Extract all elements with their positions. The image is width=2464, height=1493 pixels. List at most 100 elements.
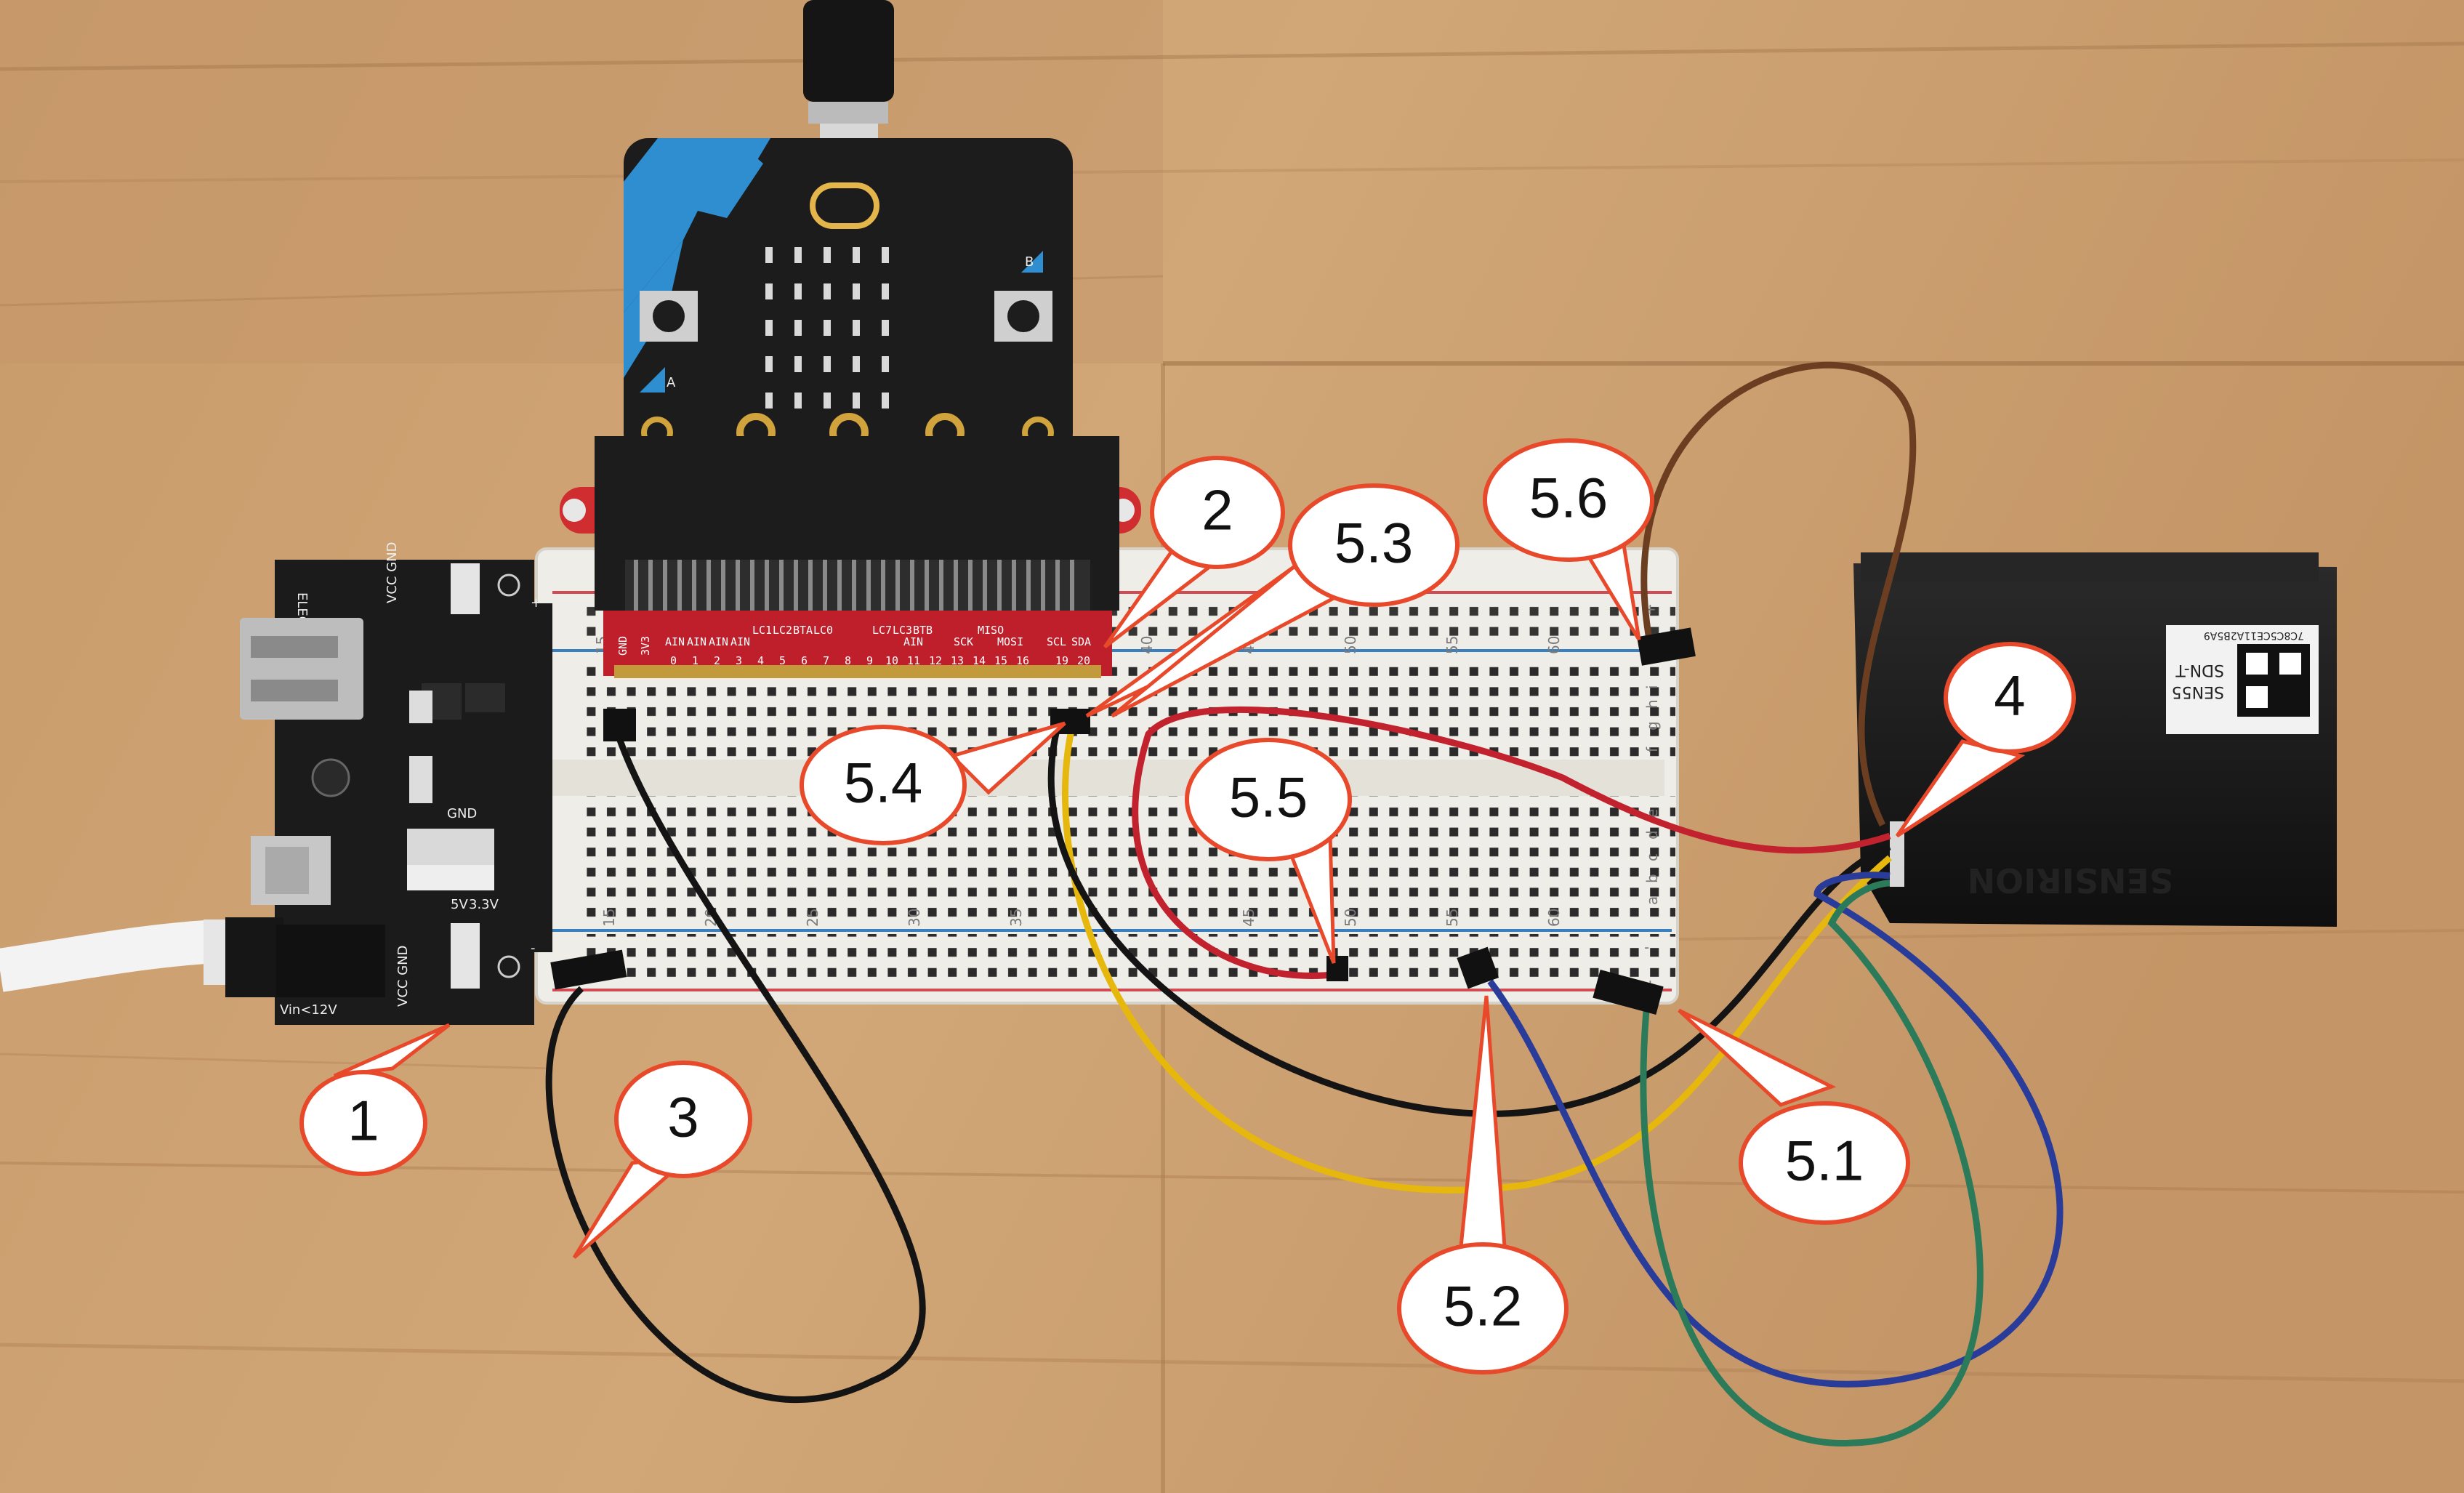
wires [545,361,2064,1446]
pin-label: 0 [670,654,677,667]
func-label: LC3 [893,624,912,637]
pin-label: 12 [929,654,942,667]
pin-label: 9 [866,654,873,667]
plus-label: + [531,595,541,611]
pin-label: 14 [973,654,986,667]
row-letter: c [1643,853,1661,861]
pin-label: 2 [714,654,720,667]
pin-label: 5 [779,654,786,667]
func-label: MOSI [997,635,1023,648]
callout-5-3-label: 5.3 [1334,511,1413,575]
func-label: BTB [913,624,933,637]
edge-pads [641,413,1054,452]
minus-label: - [531,941,536,956]
pin-label: 19 [1055,654,1068,667]
pin-label: 4 [757,654,764,667]
row-letter: f [1643,746,1661,752]
func-label: SCK [954,635,973,648]
jumper-plug [1326,956,1348,981]
callout-1: 1 [299,1023,451,1176]
func-label: MISO [978,624,1004,637]
row-letter: h [1643,699,1661,709]
jumper-plug [1637,627,1696,666]
pin-label: 20 [1077,654,1090,667]
jumper-plug [550,949,627,990]
button-b: B [994,251,1052,342]
func-label: LC1 [752,624,772,637]
touch-logo [810,182,879,229]
col-num: 55 [1444,636,1461,654]
jumper-plug [1593,970,1664,1015]
row-letter: a [1643,896,1661,905]
callout-5-4: 5.4 [800,721,1066,845]
sensor-connector [1890,821,1904,887]
callout-3-label: 3 [667,1085,698,1149]
pin-label: 16 [1016,654,1029,667]
pin-label: 10 [885,654,898,667]
callout-5-6: 5.6 [1483,438,1654,641]
col-num: 40 [1138,636,1156,654]
button-a-label: A [667,375,676,390]
func-label: AIN [903,635,923,648]
pin-label: 6 [801,654,808,667]
microbit-blue-graphic [624,138,763,313]
sensor-variant: SDN-T [2175,661,2224,679]
pin-label: 11 [907,654,920,667]
callout-5-6-label: 5.6 [1529,466,1608,530]
sensor-brand: SENSIRION [1968,861,2173,900]
vcc-gnd-top: VCC GND [385,542,400,603]
col-num: 35 [1007,909,1025,927]
wire-brown [1640,361,1917,826]
func-label: SDA [1071,635,1091,648]
wire-green [1640,880,1984,1446]
func-label: LC2 [773,624,792,637]
dc-power-cable [0,917,385,997]
wire-black-loop [545,733,926,1404]
func-label: SCL [1047,635,1066,648]
row-letters: f g h i a b c d e + - + [1643,600,1661,994]
pin-label: 1 [692,654,698,667]
jumper-plug [1457,946,1499,989]
callout-5-1-label: 5.1 [1785,1129,1864,1193]
col-num: 55 [1444,909,1461,927]
callout-5-1: 5.1 [1678,1008,1910,1225]
jumper-plug [603,709,636,741]
pin-label: 3V3 [639,636,652,656]
row-letter: b [1643,874,1661,883]
func-label: AIN [730,635,750,648]
callout-3: 3 [572,1061,752,1259]
5v-label: 5V [451,897,468,912]
row-letter: d [1643,830,1661,840]
vcc-gnd-bottom: VCC GND [395,946,411,1007]
callout-5-3: 5.3 [1085,483,1460,718]
col-num: 15 [600,909,618,927]
callout-5-2-label: 5.2 [1444,1274,1522,1338]
pin-label: 3 [736,654,742,667]
row-letter: i [1643,685,1661,689]
func-label: AIN [687,635,706,648]
rail-minus-bottom: - [1644,938,1649,956]
usb-port [240,618,363,720]
jumper-header-top [451,563,480,614]
pin-label: 7 [823,654,829,667]
callout-5-2: 5.2 [1397,995,1569,1375]
col-num: 25 [804,909,821,927]
col-num: 45 [1240,909,1257,927]
wire-blue [1487,872,2064,1388]
row-letter: g [1643,721,1661,731]
col-num: 50 [1342,909,1359,927]
usb-cable [803,0,894,145]
func-label: LC7 [872,624,892,637]
col-num: 50 [1342,636,1359,654]
wire-red [1132,706,1891,979]
callouts: 1 2 3 4 5.1 5.2 [299,438,2076,1375]
callout-2-label: 2 [1201,478,1233,542]
callout-4-label: 4 [1994,664,2025,728]
col-num: 60 [1545,909,1563,927]
3v3-label: 3.3V [469,897,499,912]
func-label: AIN [665,635,685,648]
vin-label: Vin<12V [280,1002,337,1018]
column-numbers-bottom: 15 20 25 30 35 45 50 55 60 [600,909,1563,927]
func-label: LC0 [813,624,833,637]
